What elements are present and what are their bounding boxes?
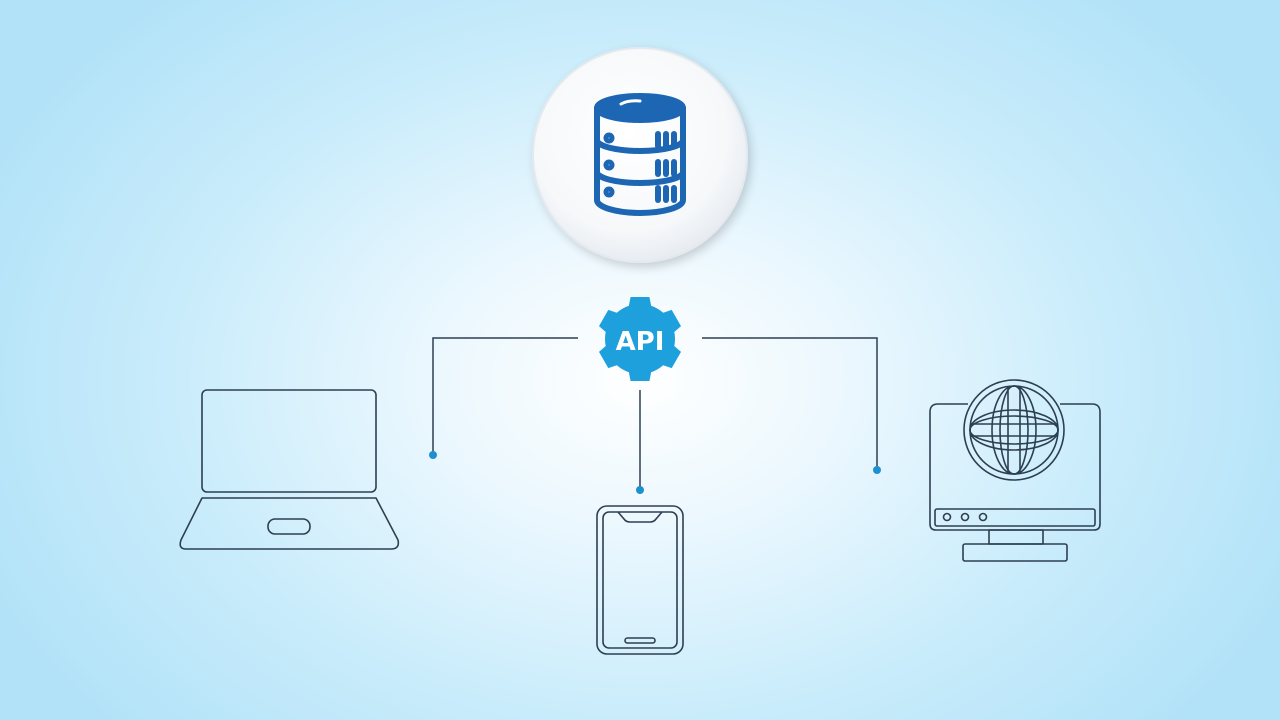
connector-dot-smartphone [636, 486, 644, 494]
smartphone-icon [596, 505, 684, 655]
connectors [432, 337, 878, 490]
connector-api-web-desktop [702, 337, 878, 470]
laptop-icon [179, 389, 400, 550]
api-gear-body [605, 304, 675, 374]
database-node [532, 47, 748, 263]
database-server-icon [594, 93, 686, 216]
api-gear-icon [599, 297, 681, 381]
api-node: API [599, 297, 681, 381]
api-label: API [616, 327, 665, 357]
globe-icon [963, 379, 1065, 481]
connector-dot-laptop [429, 451, 437, 459]
globe-monitor-icon [929, 379, 1101, 562]
connector-api-laptop [432, 337, 578, 455]
database-highlight [619, 99, 642, 106]
connector-dot-web-desktop [873, 466, 881, 474]
connector-dots [429, 451, 881, 494]
database-node-badge [532, 47, 748, 263]
